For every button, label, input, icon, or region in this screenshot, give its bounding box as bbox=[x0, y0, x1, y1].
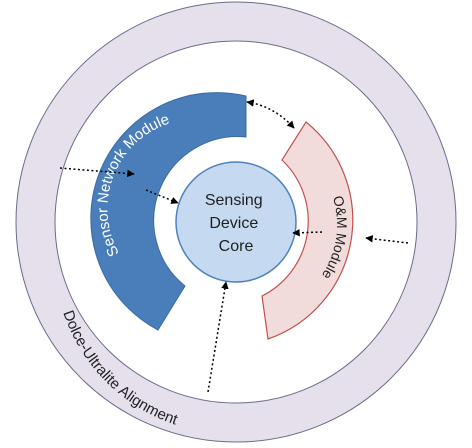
sensing-device-core bbox=[175, 161, 297, 283]
arrow-sensor-to-core bbox=[145, 189, 179, 204]
arrow-sensor-om-link bbox=[246, 99, 295, 129]
arrow-outer-to-core-bottom bbox=[207, 281, 229, 393]
arrow-om-to-core bbox=[292, 229, 323, 237]
core-label: Sensing Device Core bbox=[205, 192, 267, 255]
arrow-outer-to-sensor bbox=[59, 167, 135, 178]
outer-ring bbox=[15, 1, 457, 443]
om-module bbox=[261, 121, 354, 340]
sensor-network-module bbox=[90, 92, 247, 331]
arrow-outer-to-om bbox=[365, 235, 409, 244]
